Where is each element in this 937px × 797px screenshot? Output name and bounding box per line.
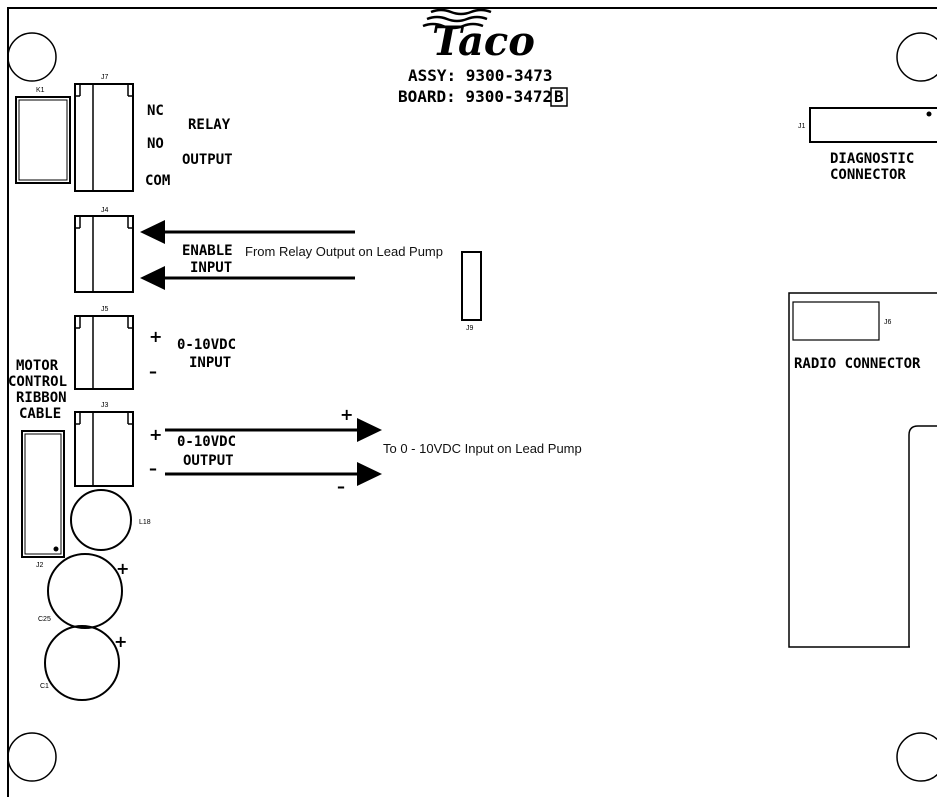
j3-connector: [74, 411, 134, 487]
analog-out-label: 0-10VDC: [177, 434, 236, 450]
j7-connector: [74, 83, 134, 192]
j5-refdes: J5: [101, 306, 109, 313]
k1-relay: [15, 96, 71, 184]
c25-plus: +: [116, 559, 129, 578]
relay-no-label: NO: [147, 136, 164, 152]
j2-refdes: J2: [36, 562, 44, 569]
radio-module: [788, 292, 937, 648]
analog-in-plus: +: [149, 327, 162, 346]
diagnostic-label: DIAGNOSTIC: [830, 151, 914, 167]
revision-letter: B: [554, 87, 564, 106]
relay-com-label: COM: [145, 173, 170, 189]
revision-box: [550, 87, 568, 107]
l18-inductor: [70, 489, 132, 551]
mounting-hole-top-right: [896, 32, 937, 82]
logo-text: Taco: [432, 18, 535, 65]
j9-refdes: J9: [466, 325, 474, 332]
analog-out-arrow-plus: [165, 418, 382, 442]
board-number: BOARD: 9300-3472: [398, 87, 552, 106]
analog-out-plus: +: [149, 425, 162, 444]
connector-label: CONNECTOR: [830, 167, 906, 183]
j4-connector: [74, 215, 134, 293]
j7-refdes: J7: [101, 74, 109, 81]
enable-label: ENABLE: [182, 243, 233, 259]
radio-connector-label: RADIO CONNECTOR: [794, 356, 921, 372]
relay-nc-label: NC: [147, 103, 164, 119]
c1-refdes: C1: [40, 683, 49, 690]
l18-refdes: L18: [139, 519, 151, 526]
relay-output-title: OUTPUT: [182, 152, 233, 168]
c1-capacitor: [44, 625, 120, 701]
analog-out-note: To 0 - 10VDC Input on Lead Pump: [383, 441, 582, 456]
mounting-hole-bottom-right: [896, 732, 937, 782]
j9-header: [461, 251, 482, 321]
analog-out-output-label: OUTPUT: [183, 453, 234, 469]
k1-refdes: K1: [36, 87, 45, 94]
j2-ribbon-connector: [21, 430, 65, 558]
c1-plus: +: [114, 632, 127, 651]
arrow-plus-sign: +: [340, 405, 353, 424]
enable-input-label: INPUT: [190, 260, 232, 276]
enable-arrow-top: [140, 220, 355, 244]
j6-header: [792, 301, 880, 341]
board-outline: [7, 7, 937, 797]
analog-in-label: 0-10VDC: [177, 337, 236, 353]
j4-refdes: J4: [101, 207, 109, 214]
j3-refdes: J3: [101, 402, 109, 409]
cable-label: CABLE: [19, 406, 61, 422]
c25-refdes: C25: [38, 616, 51, 623]
analog-out-arrow-minus: [165, 462, 382, 486]
j5-connector: [74, 315, 134, 390]
relay-title: RELAY: [188, 117, 231, 133]
j6-refdes: J6: [884, 319, 892, 326]
diagnostic-connector: [809, 107, 937, 143]
enable-arrow-bottom: [140, 266, 355, 290]
taco-logo: Taco: [422, 8, 535, 65]
c25-capacitor: [47, 553, 123, 629]
analog-out-minus: –: [149, 459, 157, 478]
analog-in-input-label: INPUT: [189, 355, 231, 371]
arrow-minus-sign: –: [337, 477, 345, 496]
control-label: CONTROL: [8, 374, 67, 390]
motor-label: MOTOR: [16, 358, 59, 374]
ribbon-label: RIBBON: [16, 390, 67, 406]
mounting-hole-top-left: [7, 32, 57, 82]
j1-refdes: J1: [798, 123, 806, 130]
enable-note: From Relay Output on Lead Pump: [245, 244, 443, 259]
analog-in-minus: –: [149, 362, 157, 381]
assy-number: ASSY: 9300-3473: [408, 66, 553, 85]
mounting-hole-bottom-left: [7, 732, 57, 782]
